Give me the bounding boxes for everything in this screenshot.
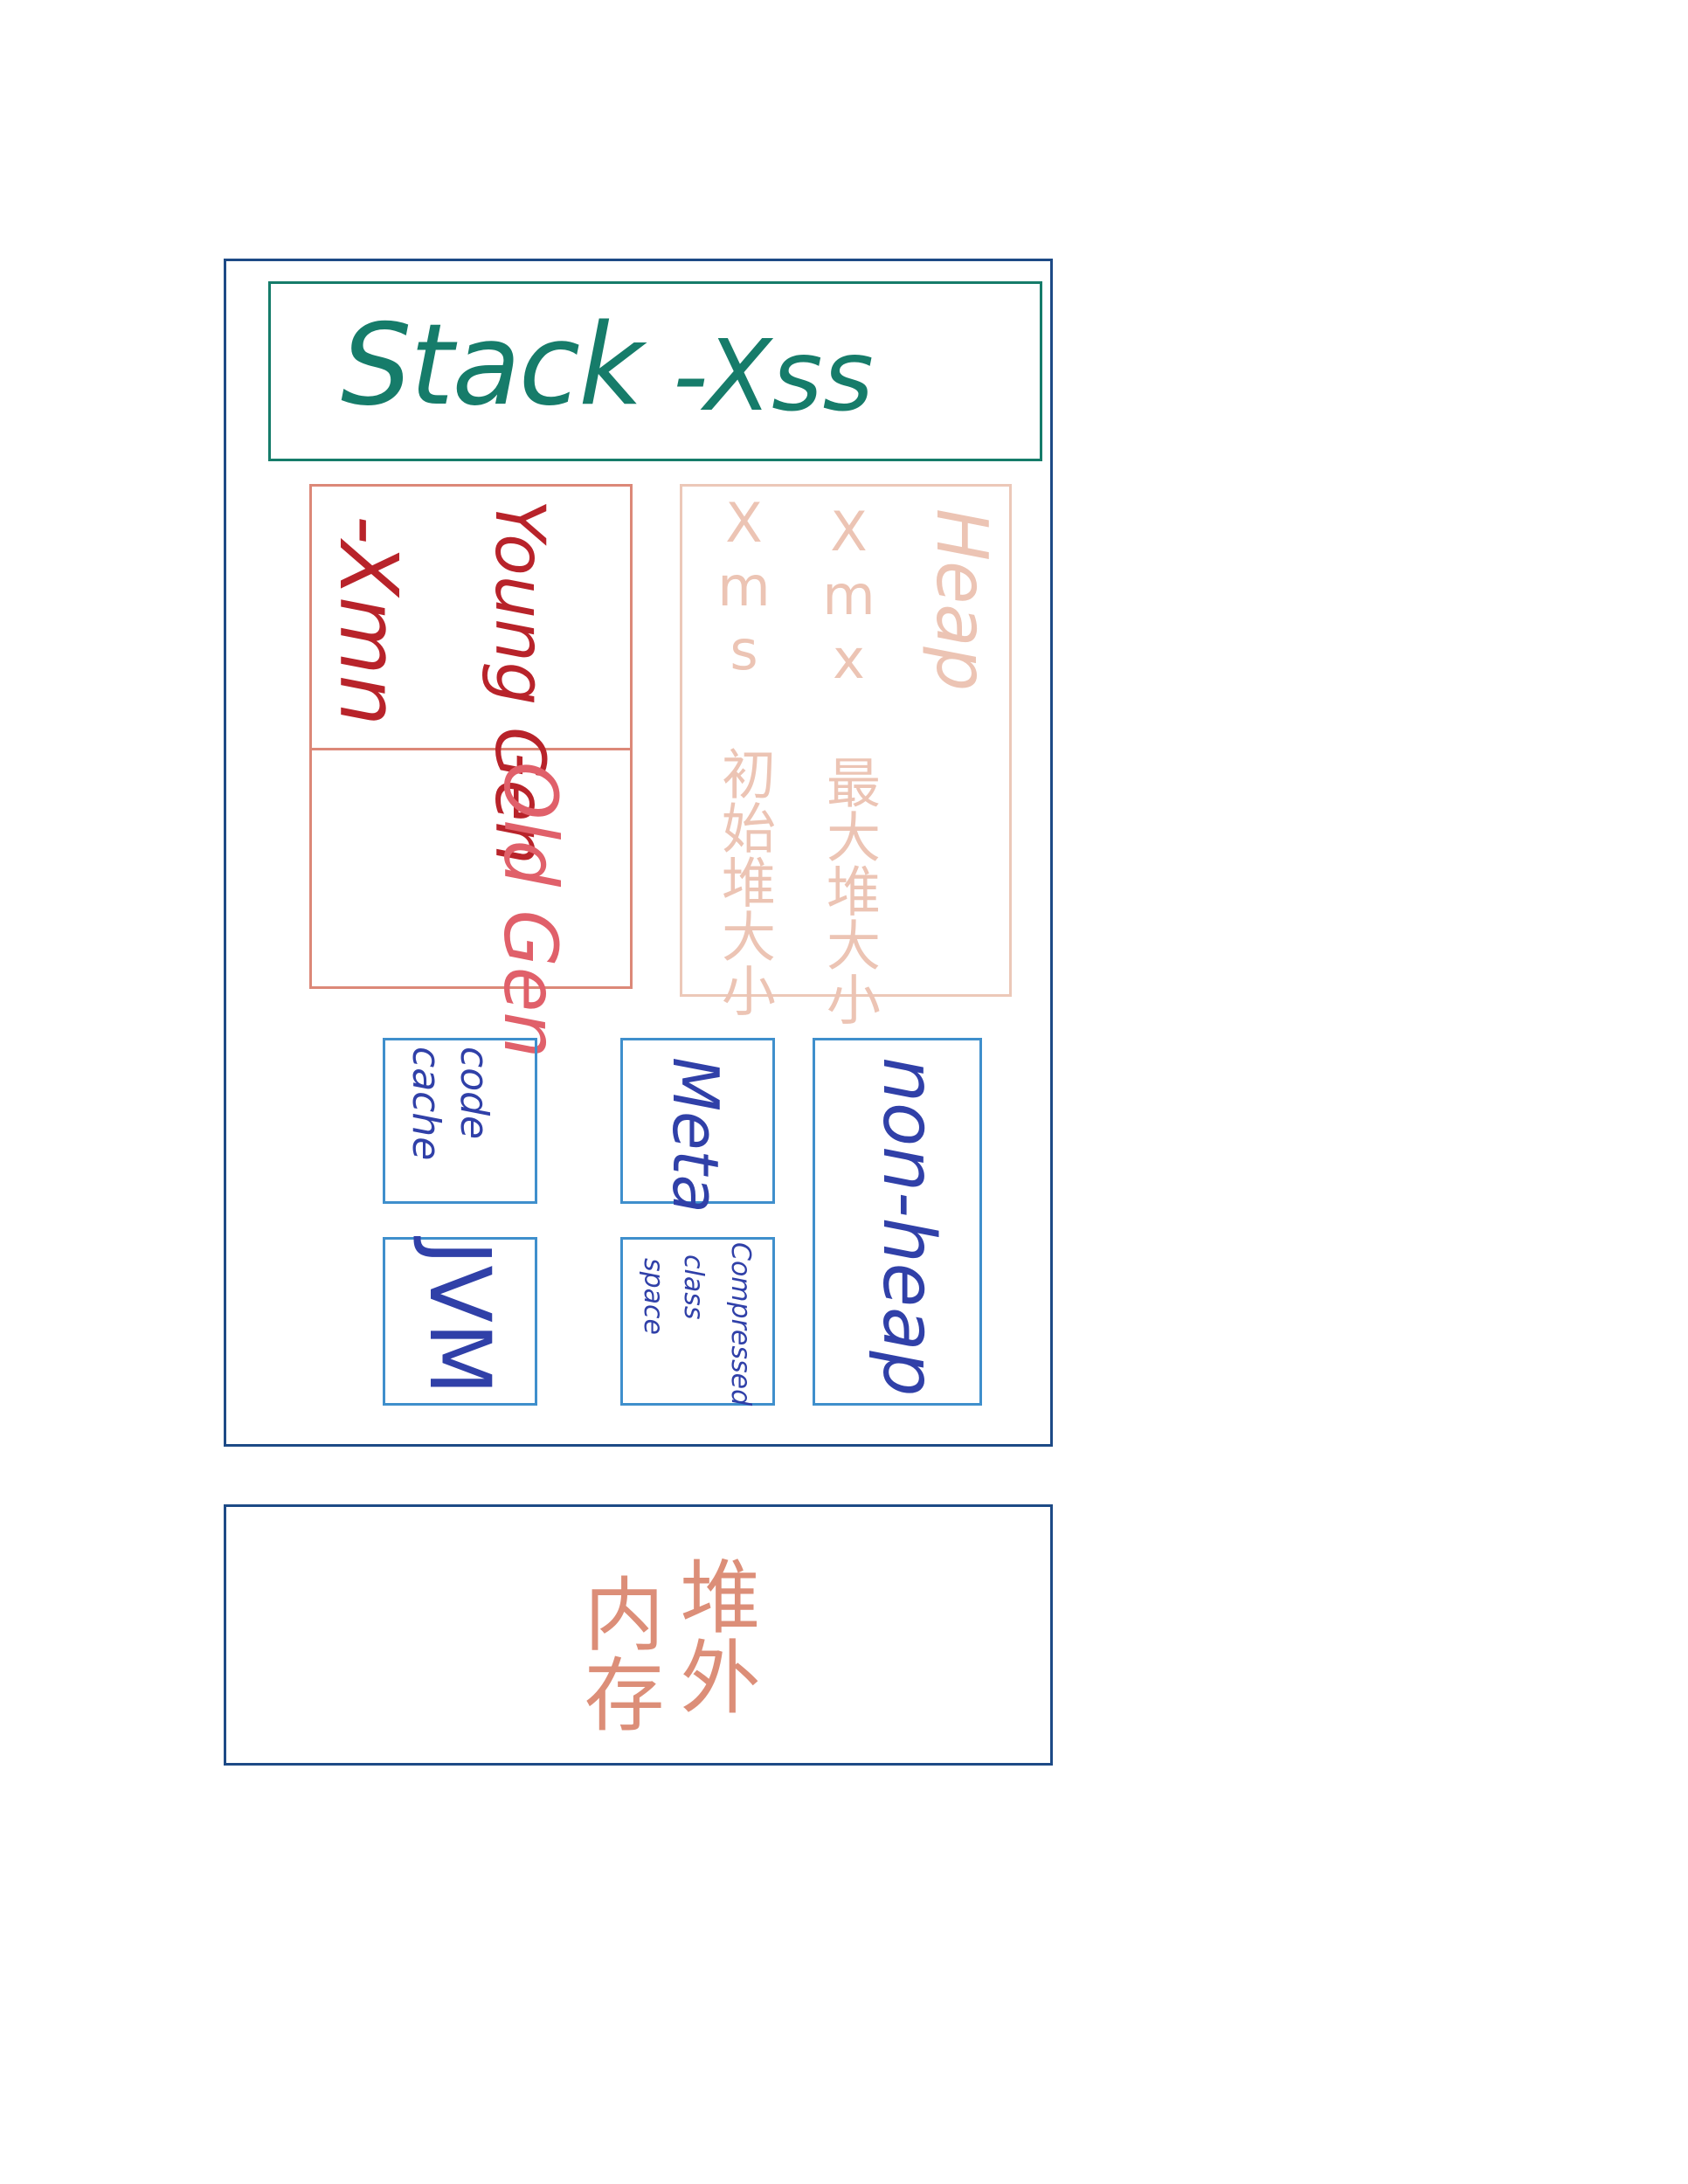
direct-memory-line2: 内存 (571, 1572, 664, 1733)
direct-memory-box (224, 1504, 1053, 1766)
compressed-class-space-line3: space (638, 1258, 668, 1336)
code-cache-box (383, 1038, 537, 1204)
code-cache-line1: code (452, 1047, 496, 1140)
meta-label: Meta (659, 1057, 732, 1213)
old-gen-label: Old Gen (488, 762, 573, 1059)
stack-label: Stack (341, 301, 643, 431)
heap-xms-line: Xms 初始堆大小 (712, 491, 776, 1017)
heap-box (680, 484, 1012, 997)
code-cache-line2: cache (404, 1047, 448, 1161)
jvm-label: JVM (411, 1241, 508, 1395)
stack-flag: -Xss (673, 320, 874, 433)
non-heap-box (813, 1038, 982, 1406)
non-heap-label: non-heap (867, 1057, 950, 1397)
compressed-class-space-box (620, 1237, 775, 1406)
generations-box (309, 484, 633, 989)
compressed-class-space-line1: Compressed (725, 1242, 756, 1406)
jvm-memory-box (224, 259, 1053, 1447)
young-gen-flag: -Xmn (322, 515, 415, 726)
meta-box (620, 1038, 775, 1204)
stack-box (268, 281, 1042, 461)
young-old-divider (309, 748, 633, 750)
young-gen-label: Young Gen (480, 500, 558, 865)
heap-xmx-line: Xmx 最大堆大小 (817, 500, 881, 1026)
jvm-box (383, 1237, 537, 1406)
heap-label: Heap (921, 508, 1002, 692)
compressed-class-space-line2: class (678, 1254, 709, 1320)
direct-memory-line1: 堆外 (667, 1555, 760, 1716)
